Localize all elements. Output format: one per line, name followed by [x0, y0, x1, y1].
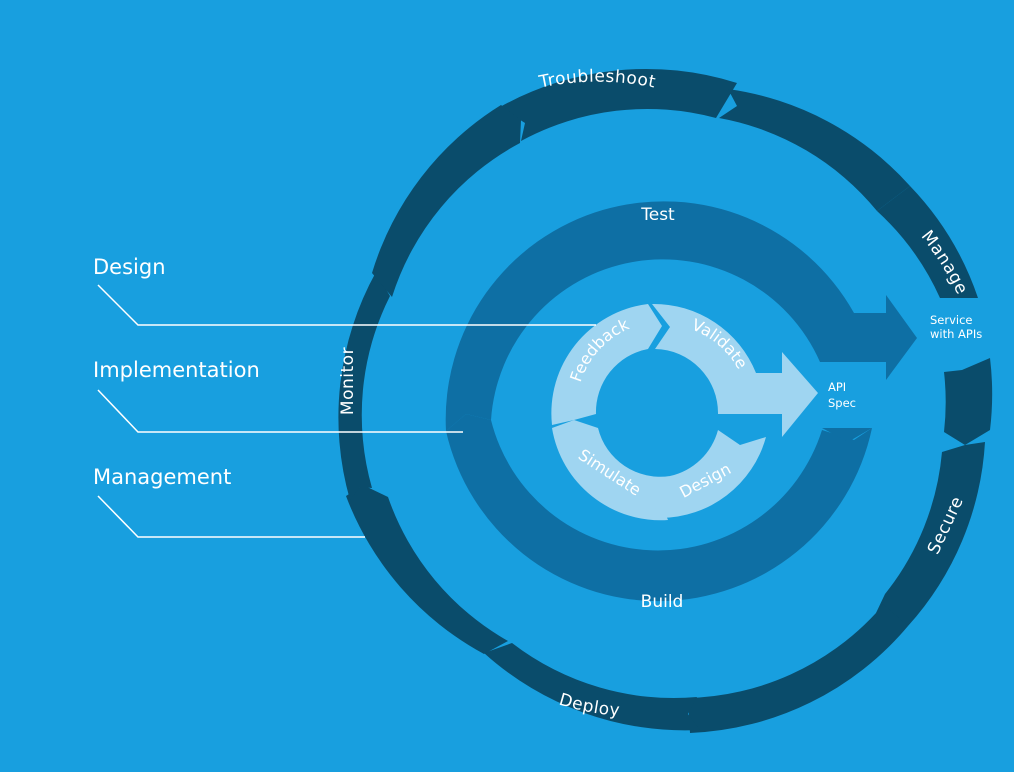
- outer-segment-secure: [876, 442, 985, 626]
- outer-segment-monitor-lower: [346, 485, 508, 654]
- outer-segment-upper-left: [372, 105, 521, 297]
- inner-segment-feedback: [551, 304, 662, 425]
- outer-segment-troubleshoot: [500, 68, 737, 141]
- service-line2: with APIs: [930, 327, 982, 341]
- outer-label-monitor: Monitor: [338, 347, 358, 415]
- api-spec-label: API Spec: [828, 380, 856, 410]
- management-leader-line: [97, 495, 365, 538]
- api-spec-line2: Spec: [828, 396, 856, 410]
- middle-ring: [445, 201, 917, 602]
- inner-ring: [551, 303, 818, 521]
- service-line1: Service: [930, 313, 973, 327]
- inner-segment-validate: [652, 303, 818, 437]
- outer-ring: [338, 68, 993, 733]
- api-spec-line1: API: [828, 380, 846, 394]
- design-leader-line: [97, 284, 596, 326]
- middle-segment-api-arrow: [822, 428, 872, 442]
- middle-label-build: Build: [641, 592, 684, 612]
- legend-implementation: Implementation: [93, 358, 260, 382]
- outer-segment-deploy-left: [484, 643, 700, 731]
- legend-design: Design: [93, 255, 166, 279]
- outer-segment-monitor: [338, 272, 390, 500]
- legend-management: Management: [93, 465, 231, 489]
- outer-segment-service: [877, 186, 978, 298]
- middle-segment-build: [446, 414, 872, 602]
- implementation-leader-line: [97, 389, 463, 433]
- outer-segment-secure-upper: [944, 358, 993, 445]
- inner-segment-design: [650, 430, 766, 518]
- leader-lines: [97, 284, 596, 538]
- service-with-apis-label: Service with APIs: [930, 313, 982, 341]
- middle-segment-test: [445, 201, 917, 431]
- outer-segment-manage: [719, 89, 910, 211]
- middle-label-test: Test: [640, 205, 675, 225]
- outer-segment-deploy: [688, 604, 908, 733]
- inner-segment-simulate: [552, 420, 670, 521]
